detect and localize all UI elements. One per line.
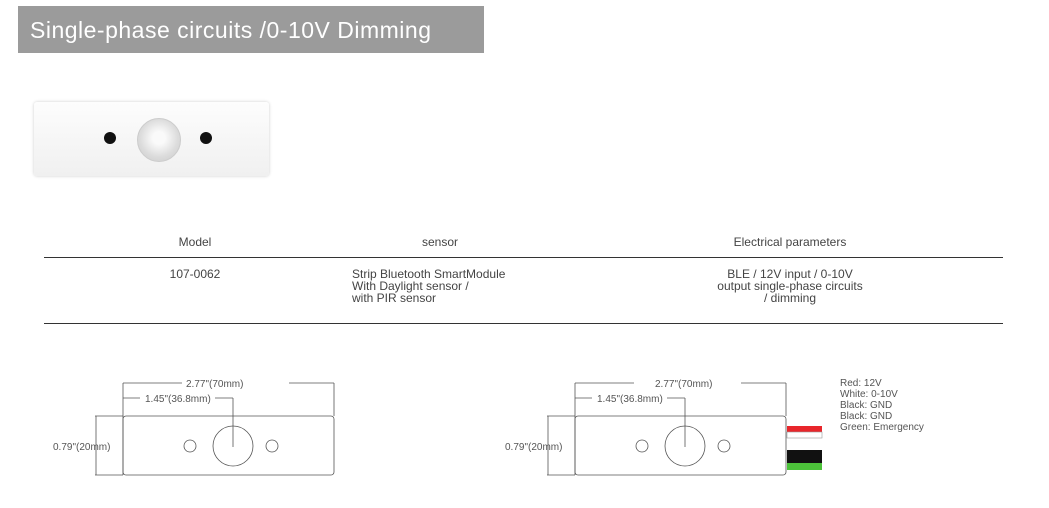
sensor-line: with PIR sensor: [352, 291, 437, 305]
wire-black: [787, 450, 822, 456]
drawing-front: [95, 382, 335, 476]
pir-lens: [137, 118, 181, 162]
wire-legend-item: White: 0-10V: [840, 389, 898, 400]
electrical-line: BLE / 12V input / 0-10V: [727, 267, 853, 281]
drawing-wired: [547, 382, 787, 476]
cell-electrical: BLE / 12V input / 0-10V output single-ph…: [690, 268, 890, 304]
center-dimension: 1.45"(36.8mm): [597, 394, 663, 405]
table-divider: [44, 257, 1003, 258]
sensor-line: With Daylight sensor /: [352, 279, 469, 293]
wire-green: [787, 463, 822, 470]
electrical-line: / dimming: [763, 291, 816, 305]
indicator-hole-left: [104, 132, 116, 144]
height-dimension: 0.79"(20mm): [505, 442, 562, 453]
wire-legend: Red: 12V White: 0-10V Black: GND Black: …: [840, 378, 924, 433]
header-sensor: sensor: [421, 235, 459, 249]
width-dimension: 2.77"(70mm): [655, 379, 712, 390]
center-dimension: 1.45"(36.8mm): [145, 394, 211, 405]
product-photo: [34, 102, 269, 176]
sensor-line: Strip Bluetooth SmartModule: [352, 267, 506, 281]
wire-legend-item: Green: Emergency: [840, 422, 924, 433]
width-dimension: 2.77"(70mm): [186, 379, 243, 390]
header-electrical: Electrical parameters: [733, 235, 847, 249]
header-model: Model: [178, 235, 212, 249]
cell-model: 107-0062: [169, 267, 221, 281]
wire-white: [786, 431, 823, 439]
wire-legend-item: Red: 12V: [840, 378, 882, 389]
wire-black: [787, 456, 822, 463]
cell-sensor: Strip Bluetooth SmartModule With Dayligh…: [352, 268, 505, 304]
indicator-hole-right: [200, 132, 212, 144]
electrical-line: output single-phase circuits: [717, 279, 863, 293]
wire-legend-item: Black: GND: [840, 411, 893, 422]
wire-red: [787, 426, 822, 432]
table-bottom-rule: [44, 323, 1003, 324]
section-title: Single-phase circuits /0-10V Dimming: [18, 6, 484, 53]
height-dimension: 0.79"(20mm): [53, 442, 110, 453]
wire-legend-item: Black: GND: [840, 400, 893, 411]
